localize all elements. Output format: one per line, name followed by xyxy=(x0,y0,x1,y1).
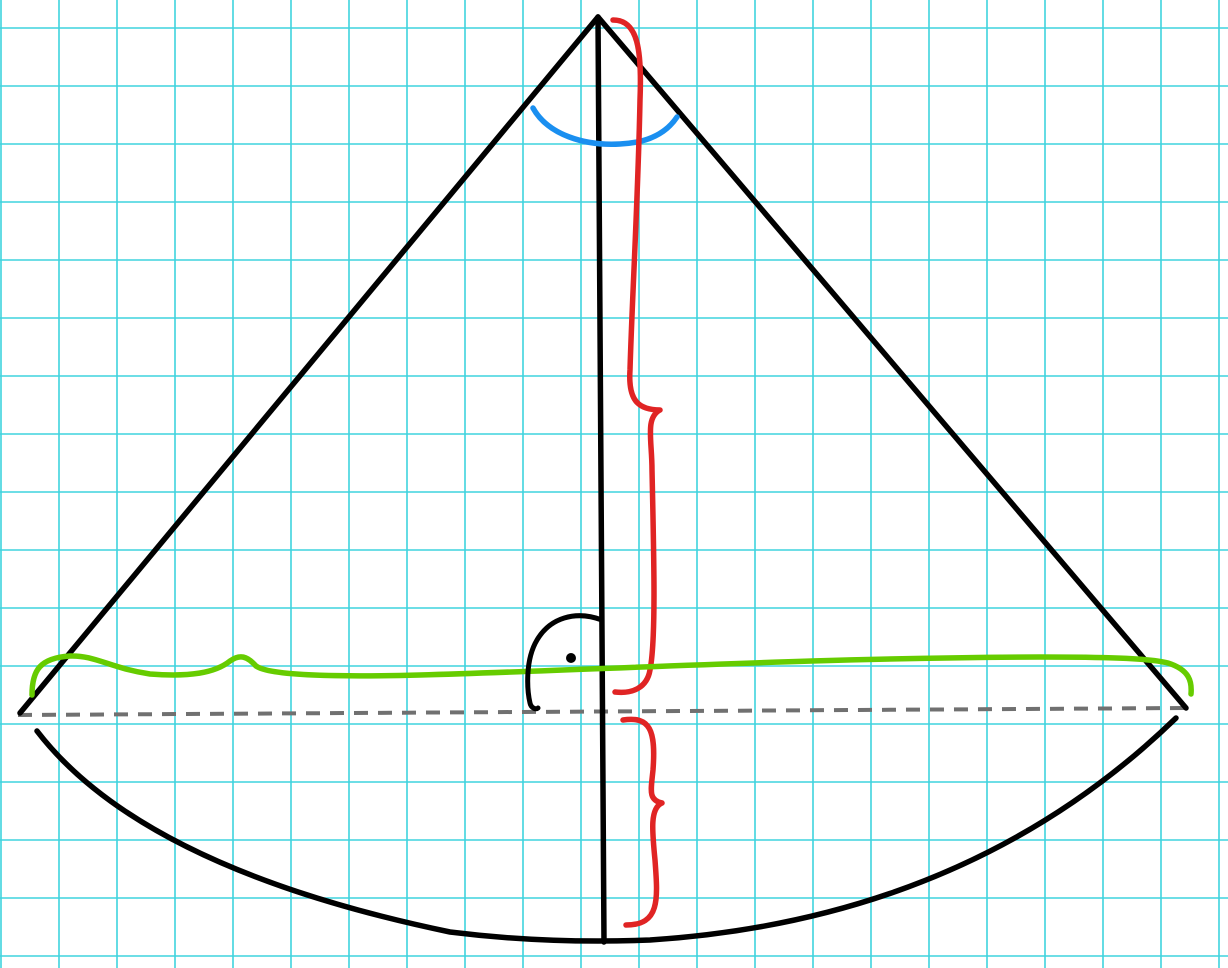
central-angle-arc xyxy=(530,105,680,147)
sector-axis-line xyxy=(595,14,607,945)
sector-arc xyxy=(34,715,1179,944)
radius-brace xyxy=(610,17,663,696)
segment-height-brace xyxy=(620,716,665,928)
right-angle-dot xyxy=(566,653,576,663)
chord-width-brace xyxy=(29,653,1194,698)
right-angle-mark xyxy=(525,613,605,712)
sector-right-side xyxy=(595,14,1189,711)
sector-left-side xyxy=(17,14,601,716)
